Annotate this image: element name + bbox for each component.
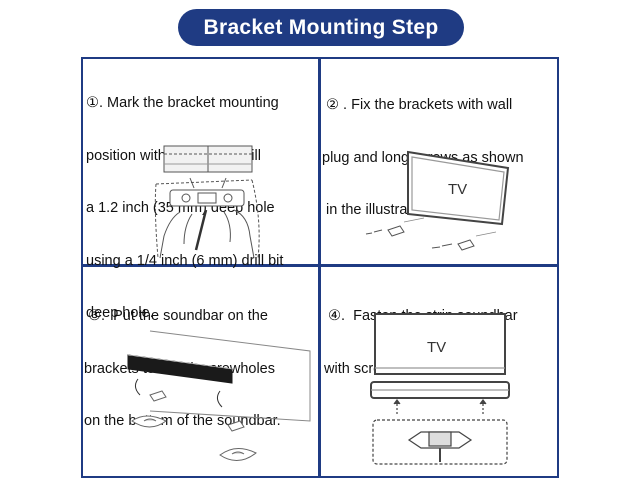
- page-title: Bracket Mounting Step: [178, 9, 464, 46]
- illustration-fix-brackets: TV: [365, 150, 510, 251]
- illustration-fasten-soundbar: TV: [370, 313, 510, 465]
- step-1-line-4: using a 1/4 inch (6 mm) drill bit: [86, 252, 284, 269]
- tv-label-step-2: TV: [448, 181, 467, 198]
- tv-label-step-4: TV: [427, 339, 446, 356]
- illustration-mark-drill: [154, 145, 260, 259]
- step-1-line-5: deep hole.: [86, 305, 154, 321]
- grid-divider-vertical: [318, 57, 321, 478]
- step-3-line-1: ③. Put the soundbar on the: [84, 308, 268, 324]
- step-1-line-1: ①. Mark the bracket mounting: [86, 95, 279, 111]
- illustration-place-soundbar: [127, 330, 311, 461]
- step-2-line-1: ② . Fix the brackets with wall: [322, 97, 513, 113]
- grid-divider-horizontal: [81, 264, 559, 267]
